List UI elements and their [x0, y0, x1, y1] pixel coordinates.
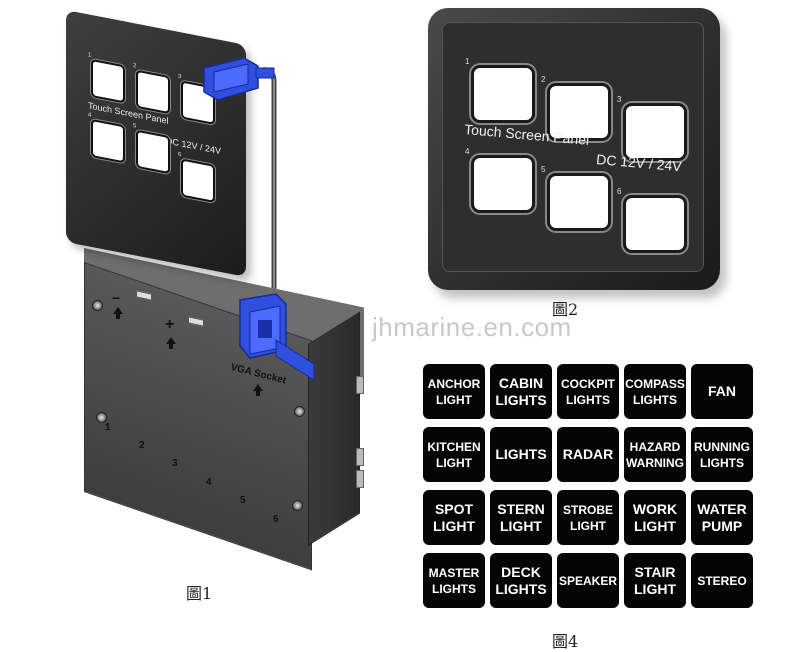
label-strobe-light: STROBE LIGHT	[557, 490, 619, 545]
label-deck-lights: DECK LIGHTS	[490, 553, 552, 608]
touch-key	[471, 155, 535, 213]
panel-face: 1 2 3 Touch Screen Panel DC 12V / 24V 4 …	[442, 22, 704, 272]
label-work-light: WORK LIGHT	[624, 490, 686, 545]
label-stair-light: STAIR LIGHT	[624, 553, 686, 608]
label-hazard-warning: HAZARD WARNING	[624, 427, 686, 482]
touch-key	[136, 69, 170, 115]
figure-4-caption: 圖4	[552, 632, 579, 651]
label-master-lights: MASTER LIGHTS	[423, 553, 485, 608]
vga-connector-box	[239, 293, 315, 381]
label-anchor-light: ANCHOR LIGHT	[423, 364, 485, 419]
side-pin	[356, 448, 364, 466]
watermark: jhmarine.en.com	[372, 312, 572, 342]
side-pin	[356, 376, 364, 394]
label-speaker: SPEAKER	[557, 553, 619, 608]
touch-key	[91, 58, 125, 104]
label-cockpit-lights: COCKPIT LIGHTS	[557, 364, 619, 419]
touch-key	[547, 83, 611, 141]
channel-number: 3	[172, 458, 178, 469]
touch-panel-large: 1 2 3 Touch Screen Panel DC 12V / 24V 4 …	[428, 8, 720, 290]
key-number: 1	[465, 57, 470, 66]
label-compass-lights: COMPASS LIGHTS	[624, 364, 686, 419]
arrow-up-icon	[113, 307, 123, 319]
screw-icon	[92, 300, 103, 311]
figure-1-caption: 圖1	[186, 584, 213, 603]
key-number: 1	[88, 52, 92, 59]
channel-number: 4	[206, 477, 212, 488]
channel-number: 6	[273, 514, 279, 525]
touch-key	[181, 158, 215, 203]
touch-key	[623, 195, 687, 253]
key-number: 3	[178, 73, 182, 81]
key-number: 6	[617, 187, 622, 196]
channel-number: 5	[240, 495, 246, 506]
channel-number: 2	[139, 440, 145, 451]
label-water-pump: WATER PUMP	[691, 490, 753, 545]
screw-icon	[294, 406, 305, 417]
arrow-up-icon	[253, 384, 263, 396]
key-number: 6	[178, 151, 182, 159]
touch-key	[623, 103, 687, 161]
touch-key	[91, 118, 125, 164]
side-pin	[356, 470, 364, 488]
screw-icon	[96, 412, 107, 423]
key-number: 4	[465, 147, 470, 156]
touch-key	[471, 65, 535, 123]
touch-panel-small: 1 2 3 Touch Screen Panel DC 12V / 24V 4 …	[66, 10, 246, 277]
screw-icon	[292, 500, 303, 511]
arrow-up-icon	[166, 337, 176, 349]
figure-2-caption: 圖2	[552, 300, 579, 319]
plus-label: +	[165, 316, 175, 333]
channel-number: 1	[105, 422, 111, 433]
key-number: 4	[88, 112, 92, 119]
touch-key	[136, 129, 170, 175]
label-kitchen-light: KITCHEN LIGHT	[423, 427, 485, 482]
label-spot-light: SPOT LIGHT	[423, 490, 485, 545]
key-number: 5	[133, 123, 137, 130]
key-number: 2	[541, 75, 546, 84]
key-number: 3	[617, 95, 622, 104]
label-cabin-lights: CABIN LIGHTS	[490, 364, 552, 419]
minus-label: −	[112, 290, 121, 306]
key-number: 2	[133, 63, 137, 70]
panel-voltage: DC 12V / 24V	[166, 135, 222, 157]
label-grid: ANCHOR LIGHT CABIN LIGHTS COCKPIT LIGHTS…	[423, 364, 754, 608]
label-running-lights: RUNNING LIGHTS	[691, 427, 753, 482]
key-number: 5	[541, 165, 546, 174]
label-radar: RADAR	[557, 427, 619, 482]
touch-key	[547, 173, 611, 231]
vga-connector-panel	[203, 57, 275, 101]
label-lights: LIGHTS	[490, 427, 552, 482]
label-stern-light: STERN LIGHT	[490, 490, 552, 545]
label-stereo: STEREO	[691, 553, 753, 608]
label-fan: FAN	[691, 364, 753, 419]
